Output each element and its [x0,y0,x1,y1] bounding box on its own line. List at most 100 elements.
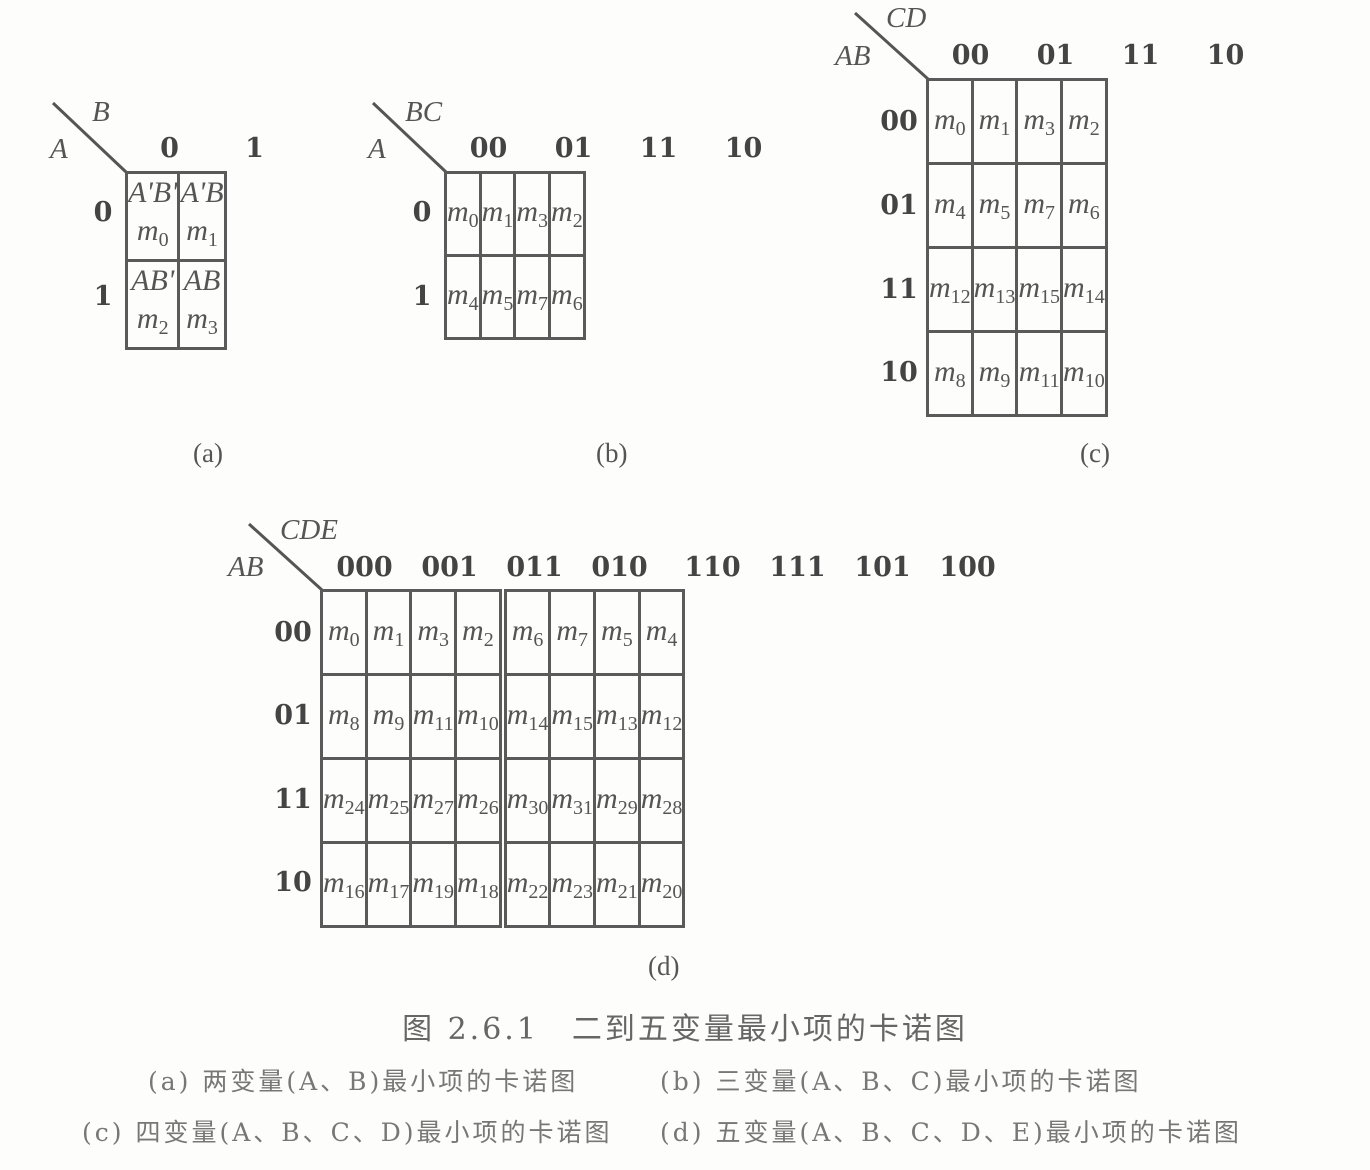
kmap-a-col-header: 0 [160,133,179,164]
minterm-label: m24 [323,781,365,819]
kmap-a-row-header: 1 [93,281,113,312]
minterm-label: m8 [934,354,966,392]
minterm-label: m2 [1068,102,1100,140]
kmap-c-grid: m0 m1 m3 m2 m4 m5 m7 m6 m12 m13 m15 m14 … [926,78,1108,417]
minterm-label: m22 [506,865,549,903]
kmap-c-label: (c) [1080,438,1110,468]
kmap-cell: m31 [548,757,597,844]
minterm-label: m4 [645,613,678,651]
minterm-label: m0 [328,613,360,651]
kmap-cell: m7 [513,254,552,340]
kmap-a-diagonal [51,101,128,174]
kmap-b-col-header: 11 [639,133,678,164]
kmap-cell: m1 [478,171,517,257]
kmap-cell: m3 [409,589,458,676]
kmap-d-col-header: 011 [506,552,563,583]
kmap-cell: m3 [513,171,552,257]
kmap-cell: m0 [926,78,974,165]
kmap-cell: m2 [1060,78,1108,165]
minterm-label: m1 [372,613,405,651]
minterm-label: m2 [462,613,494,651]
kmap-d-col-header: 000 [336,552,393,583]
kmap-cell: m27 [409,757,458,844]
cell-expression: A'B [180,176,224,209]
minterm-label: m8 [328,697,360,735]
caption-line2-b: (d) 五变量(A、B、C、D、E)最小项的卡诺图 [660,1118,1242,1147]
minterm-label: m9 [978,354,1011,392]
minterm-label: m11 [1018,354,1060,392]
kmap-cell: m13 [593,673,641,760]
minterm-label: m13 [973,270,1016,308]
minterm-label: m2 [551,195,583,232]
kmap-d-col-header: 100 [939,552,996,583]
kmap-b-row-var: A [368,133,386,165]
minterm-label: m17 [367,865,410,903]
kmap-cell: A'B m1 [177,171,227,262]
kmap-cell: m13 [970,246,1019,333]
kmap-cell: m6 [548,254,586,340]
kmap-b-grid: m0 m1 m3 m2 m4 m5 m7 m6 [444,171,586,340]
kmap-cell: m22 [501,841,552,928]
kmap-d-row-var: AB [228,551,264,583]
kmap-cell: m8 [926,330,974,417]
cell-expression: AB [183,264,221,297]
kmap-cell: m2 [548,171,586,257]
minterm-label: m6 [1068,186,1100,224]
minterm-label: m10 [457,697,499,735]
kmap-c-row-var: AB [835,40,871,72]
kmap-cell: m8 [320,673,368,760]
kmap-cell: m5 [593,589,641,676]
kmap-cell: m16 [320,841,368,928]
kmap-c-col-header: 01 [1036,40,1075,71]
kmap-cell: AB m3 [177,259,227,350]
cell-expression: AB' [131,264,175,297]
minterm-label: m2 [136,302,169,339]
minterm-label: m30 [506,781,549,819]
minterm-label: m21 [596,865,638,903]
kmap-d-row-header: 00 [274,617,312,648]
kmap-cell: m28 [637,757,686,844]
kmap-cell: m5 [478,254,517,340]
kmap-cell: m9 [364,673,413,760]
kmap-d-col-header: 010 [591,552,648,583]
kmap-cell: m6 [501,589,552,676]
kmap-cell: m19 [409,841,458,928]
kmap-cell: m1 [364,589,413,676]
minterm-label: m4 [934,186,966,224]
minterm-label: m3 [186,302,218,339]
minterm-label: m16 [323,865,365,903]
kmap-cell: m7 [548,589,597,676]
minterm-label: m5 [481,278,514,315]
kmap-c-row-header: 01 [880,190,918,221]
kmap-cell: m15 [548,673,597,760]
minterm-label: m0 [136,214,169,251]
minterm-label: m13 [596,697,638,735]
minterm-label: m20 [640,865,683,903]
minterm-label: m0 [934,102,966,140]
minterm-label: m7 [516,278,549,315]
kmap-cell: m14 [501,673,552,760]
kmap-cell: m25 [364,757,413,844]
minterm-label: m4 [447,278,479,315]
kmap-a-col-header: 1 [245,133,264,164]
minterm-label: m12 [640,697,683,735]
kmap-d-col-var: CDE [280,514,338,546]
kmap-cell: m7 [1015,162,1064,249]
minterm-label: m1 [978,102,1011,140]
kmap-cell: m4 [637,589,686,676]
minterm-label: m9 [372,697,405,735]
kmap-cell: m10 [454,673,507,760]
caption-line1-b: (b) 三变量(A、B、C)最小项的卡诺图 [660,1067,1142,1096]
minterm-label: m5 [978,186,1011,224]
cell-expression: A'B' [128,176,178,209]
kmap-cell: m9 [970,330,1019,417]
kmap-d-grid: m0 m1 m3 m2 m6 m7 m5 m4 m8 m9 m11 m10 m1… [320,589,686,928]
minterm-label: m3 [417,613,450,651]
minterm-label: m12 [929,270,971,308]
kmap-cell: m17 [364,841,413,928]
kmap-cell: m30 [501,757,552,844]
kmap-cell: m11 [1015,330,1064,417]
caption-line1-a: (a) 两变量(A、B)最小项的卡诺图 [148,1067,579,1096]
kmap-cell: m21 [593,841,641,928]
kmap-cell: m26 [454,757,507,844]
